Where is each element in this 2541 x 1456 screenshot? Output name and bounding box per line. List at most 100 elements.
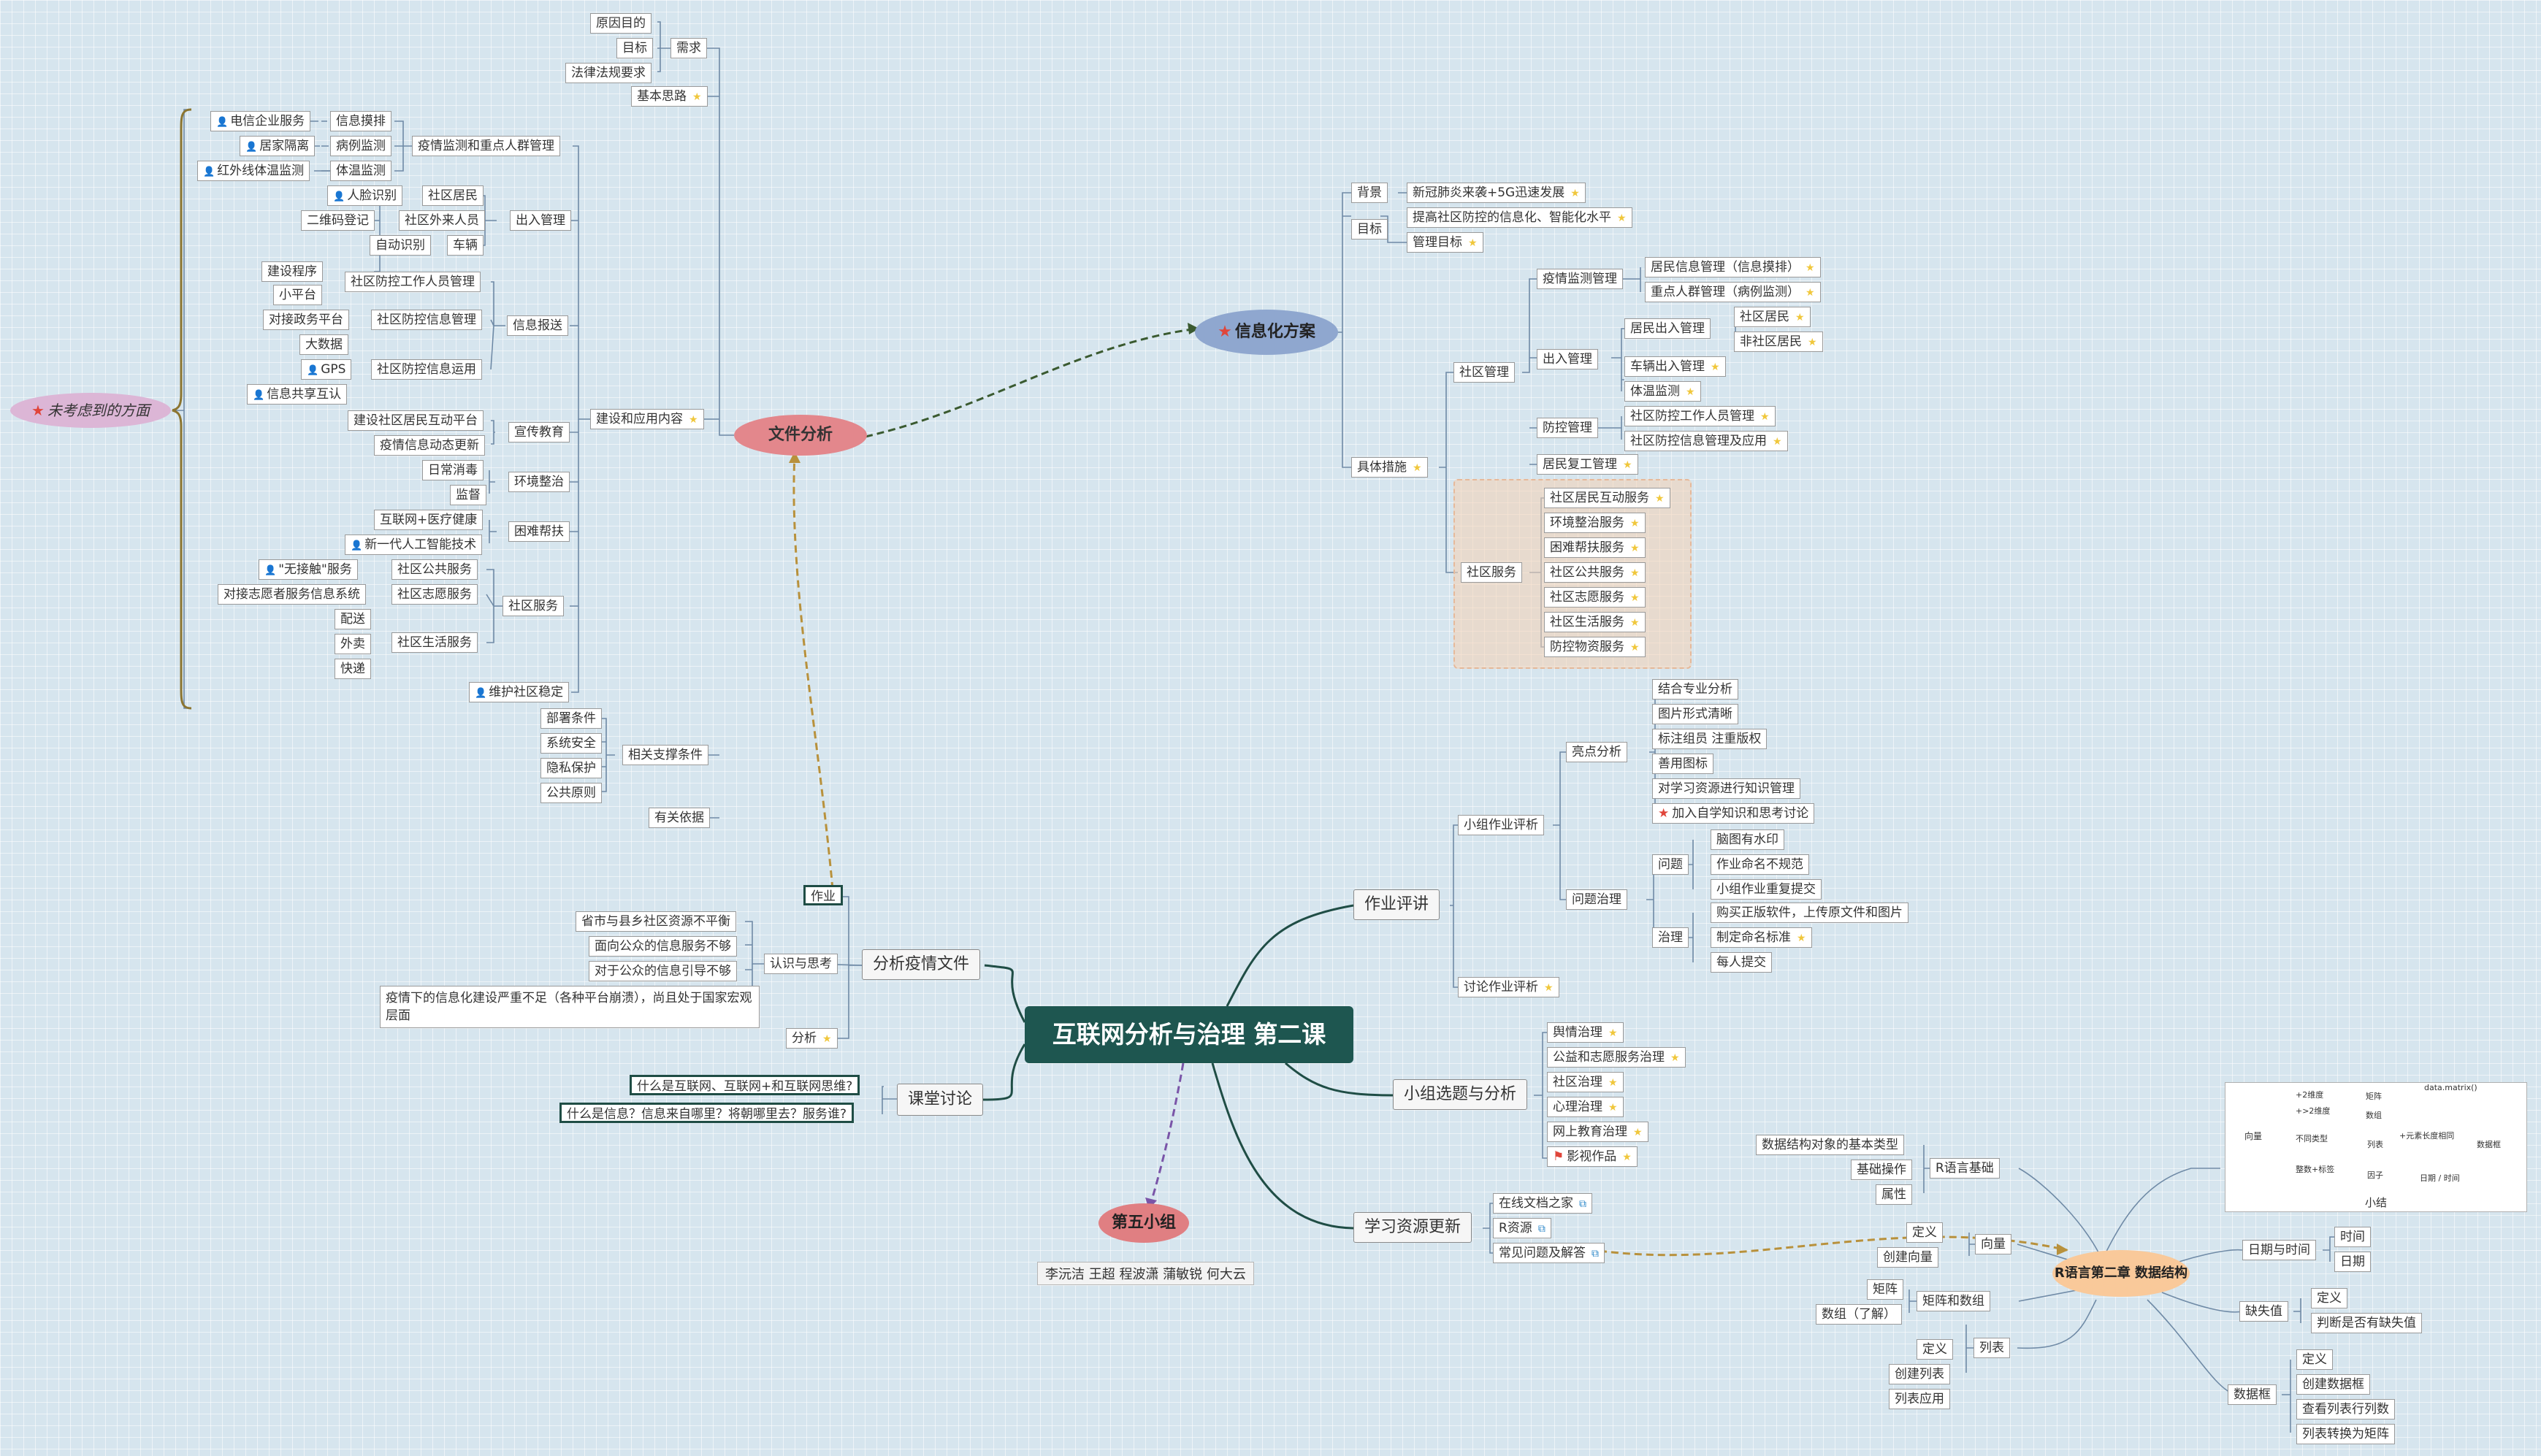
info-use-node[interactable]: 社区防控信息运用 bbox=[371, 359, 482, 380]
highlights-node[interactable]: 亮点分析 bbox=[1566, 742, 1627, 762]
r-df-item-2[interactable]: 创建数据框 bbox=[2296, 1374, 2370, 1395]
issue-item-1[interactable]: 脑图有水印 bbox=[1711, 829, 1784, 850]
takeout-node[interactable]: 外卖 bbox=[335, 634, 371, 654]
goal-node[interactable]: 目标 bbox=[1351, 219, 1388, 240]
plan-access-node[interactable]: 出入管理 bbox=[1537, 349, 1598, 369]
file-analysis-cloud[interactable]: 文件分析 bbox=[734, 415, 867, 456]
basis-node[interactable]: 有关依据 bbox=[649, 808, 710, 828]
r-matrix-item-1[interactable]: 矩阵 bbox=[1867, 1279, 1903, 1300]
highlight-item-3[interactable]: 标注组员 注重版权 bbox=[1652, 729, 1768, 749]
r-list-node[interactable]: 列表 bbox=[1973, 1338, 2010, 1358]
info-mgmt-node[interactable]: 社区防控信息管理 bbox=[371, 310, 482, 330]
topic-item-4[interactable]: 心理治理 bbox=[1547, 1097, 1624, 1117]
goal-item-1[interactable]: 提高社区防控的信息化、智能化水平 bbox=[1407, 207, 1632, 228]
outsider-node[interactable]: 社区外来人员 bbox=[399, 210, 485, 231]
resident-node[interactable]: 社区居民 bbox=[422, 185, 484, 206]
issue-node[interactable]: 问题 bbox=[1652, 854, 1689, 875]
resource-node[interactable]: 学习资源更新 bbox=[1353, 1212, 1472, 1243]
resident-access-node[interactable]: 居民出入管理 bbox=[1624, 318, 1711, 339]
volunteer-sys-node[interactable]: 对接志愿者服务信息系统 bbox=[218, 584, 366, 605]
r-basics-item-3[interactable]: 属性 bbox=[1876, 1184, 1912, 1205]
support-item-2[interactable]: 系统安全 bbox=[540, 733, 602, 754]
bigdata-node[interactable]: 大数据 bbox=[299, 334, 348, 355]
share-node[interactable]: 信息共享互认 bbox=[247, 384, 348, 405]
r-list-item-1[interactable]: 定义 bbox=[1917, 1339, 1953, 1360]
resource-item-2[interactable]: R资源 bbox=[1493, 1218, 1551, 1238]
gov-item-1[interactable]: 购买正版软件，上传原文件和图片 bbox=[1711, 903, 1908, 923]
r-vector-item-1[interactable]: 定义 bbox=[1906, 1222, 1943, 1243]
life-service-node[interactable]: 社区生活服务 bbox=[391, 632, 478, 653]
measures-node[interactable]: 具体措施 bbox=[1351, 457, 1428, 478]
prevent-item-2[interactable]: 社区防控信息管理及应用 bbox=[1624, 431, 1788, 451]
vehicle-access-node[interactable]: 车辆出入管理 bbox=[1624, 356, 1726, 377]
resource-item-3[interactable]: 常见问题及解答 bbox=[1493, 1243, 1605, 1263]
no-contact-node[interactable]: "无接触"服务 bbox=[259, 559, 358, 580]
class-question-1[interactable]: 什么是互联网、互联网+和互联网思维? bbox=[630, 1075, 860, 1095]
summary-panel[interactable]: 向量 +2维度 +>2维度 矩阵 数组 不同类型 列表 data.matrix(… bbox=[2225, 1082, 2527, 1212]
epi-item-2[interactable]: 重点人群管理（病例监测） bbox=[1645, 282, 1821, 302]
r-df-item-4[interactable]: 列表转换为矩阵 bbox=[2296, 1424, 2395, 1444]
vehicle-node[interactable]: 车辆 bbox=[447, 235, 484, 256]
mini-prog-node[interactable]: 小平台 bbox=[273, 285, 322, 305]
support-node[interactable]: 相关支撑条件 bbox=[622, 745, 708, 765]
resource-item-1[interactable]: 在线文档之家 bbox=[1493, 1193, 1592, 1214]
background-item[interactable]: 新冠肺炎来袭+5G迅速发展 bbox=[1407, 183, 1586, 203]
ai-node[interactable]: 新一代人工智能技术 bbox=[345, 534, 483, 555]
reopen-node[interactable]: 居民复工管理 bbox=[1537, 454, 1638, 475]
r-basics-item-2[interactable]: 基础操作 bbox=[1851, 1160, 1912, 1180]
topic-item-5[interactable]: 网上教育治理 bbox=[1547, 1122, 1648, 1142]
support-item-3[interactable]: 隐私保护 bbox=[540, 758, 602, 778]
basic-idea-node[interactable]: 基本思路 bbox=[631, 86, 708, 107]
auto-id-node[interactable]: 自动识别 bbox=[370, 235, 431, 256]
comm-service-node[interactable]: 社区服务 bbox=[1461, 562, 1522, 583]
r-basics-node[interactable]: R语言基础 bbox=[1930, 1158, 2000, 1179]
volunteer-service-node[interactable]: 社区志愿服务 bbox=[391, 584, 478, 605]
topic-item-2[interactable]: 公益和志愿服务治理 bbox=[1547, 1047, 1686, 1068]
issue-gov-node[interactable]: 问题治理 bbox=[1566, 889, 1627, 910]
rec-item-1[interactable]: 省市与县乡社区资源不平衡 bbox=[576, 911, 736, 932]
epi-monitor-node[interactable]: 疫情监测和重点人群管理 bbox=[412, 136, 560, 156]
rec-item-3[interactable]: 对于公众的信息引导不够 bbox=[589, 961, 737, 981]
discuss-node[interactable]: 讨论作业评析 bbox=[1458, 977, 1559, 997]
r-missing-item-2[interactable]: 判断是否有缺失值 bbox=[2311, 1313, 2422, 1333]
env-node[interactable]: 环境整治 bbox=[508, 472, 570, 492]
home-iso-node[interactable]: 居家隔离 bbox=[240, 136, 316, 156]
qr-node[interactable]: 二维码登记 bbox=[301, 210, 375, 231]
r-list-item-3[interactable]: 列表应用 bbox=[1889, 1389, 1950, 1409]
r-list-item-2[interactable]: 创建列表 bbox=[1889, 1364, 1950, 1384]
ir-temp-node[interactable]: 红外线体温监测 bbox=[197, 161, 310, 181]
classroom-node[interactable]: 课堂讨论 bbox=[897, 1084, 984, 1116]
info-check-node[interactable]: 信息摸排 bbox=[330, 111, 391, 131]
r-missing-node[interactable]: 缺失值 bbox=[2239, 1301, 2288, 1322]
analyze-doc-node[interactable]: 分析疫情文件 bbox=[862, 949, 981, 980]
gov-platform-node[interactable]: 对接政务平台 bbox=[263, 310, 349, 330]
rec-item-4[interactable]: 疫情下的信息化建设严重不足（各种平台崩溃），尚且处于国家宏观层面 bbox=[380, 986, 760, 1028]
daily-disinfect-node[interactable]: 日常消毒 bbox=[422, 460, 484, 480]
class-question-2[interactable]: 什么是信息？信息来自哪里？将朝哪里去？服务谁? bbox=[559, 1103, 855, 1123]
r-missing-item-1[interactable]: 定义 bbox=[2311, 1288, 2347, 1309]
root-topic[interactable]: 互联网分析与治理 第二课 bbox=[1025, 1006, 1353, 1063]
internet-med-node[interactable]: 互联网+医疗健康 bbox=[374, 510, 484, 530]
analysis-node[interactable]: 分析 bbox=[786, 1028, 838, 1049]
rec-item-2[interactable]: 面向公众的信息服务不够 bbox=[589, 936, 737, 957]
highlight-item-1[interactable]: 结合专业分析 bbox=[1652, 679, 1738, 700]
community-service-node[interactable]: 社区服务 bbox=[503, 596, 564, 616]
support-item-4[interactable]: 公共原则 bbox=[540, 783, 602, 803]
info-plan-cloud[interactable]: 信息化方案 bbox=[1195, 310, 1338, 355]
build-apply-node[interactable]: 建设和应用内容 bbox=[590, 409, 704, 429]
r-vector-node[interactable]: 向量 bbox=[1975, 1234, 2011, 1254]
public-service-node[interactable]: 社区公共服务 bbox=[391, 559, 478, 580]
demand-node[interactable]: 需求 bbox=[670, 38, 707, 58]
gov-item-2[interactable]: 制定命名标准 bbox=[1711, 927, 1812, 948]
service-item-6[interactable]: 社区生活服务 bbox=[1544, 612, 1646, 632]
plan-temp-node[interactable]: 体温监测 bbox=[1624, 381, 1701, 402]
demand-item-1[interactable]: 原因目的 bbox=[590, 13, 652, 34]
prevent-item-1[interactable]: 社区防控工作人员管理 bbox=[1624, 406, 1776, 426]
r-matrix-node[interactable]: 矩阵和数组 bbox=[1917, 1291, 1990, 1311]
telecom-node[interactable]: 电信企业服务 bbox=[210, 111, 311, 131]
temp-monitor-node[interactable]: 体温监测 bbox=[330, 161, 391, 181]
r-chapter-cloud[interactable]: R语言第二章 数据结构 bbox=[2052, 1250, 2190, 1297]
epi-update-node[interactable]: 疫情信息动态更新 bbox=[374, 435, 485, 456]
r-vector-item-2[interactable]: 创建向量 bbox=[1877, 1247, 1938, 1268]
info-report-node[interactable]: 信息报送 bbox=[507, 315, 568, 336]
